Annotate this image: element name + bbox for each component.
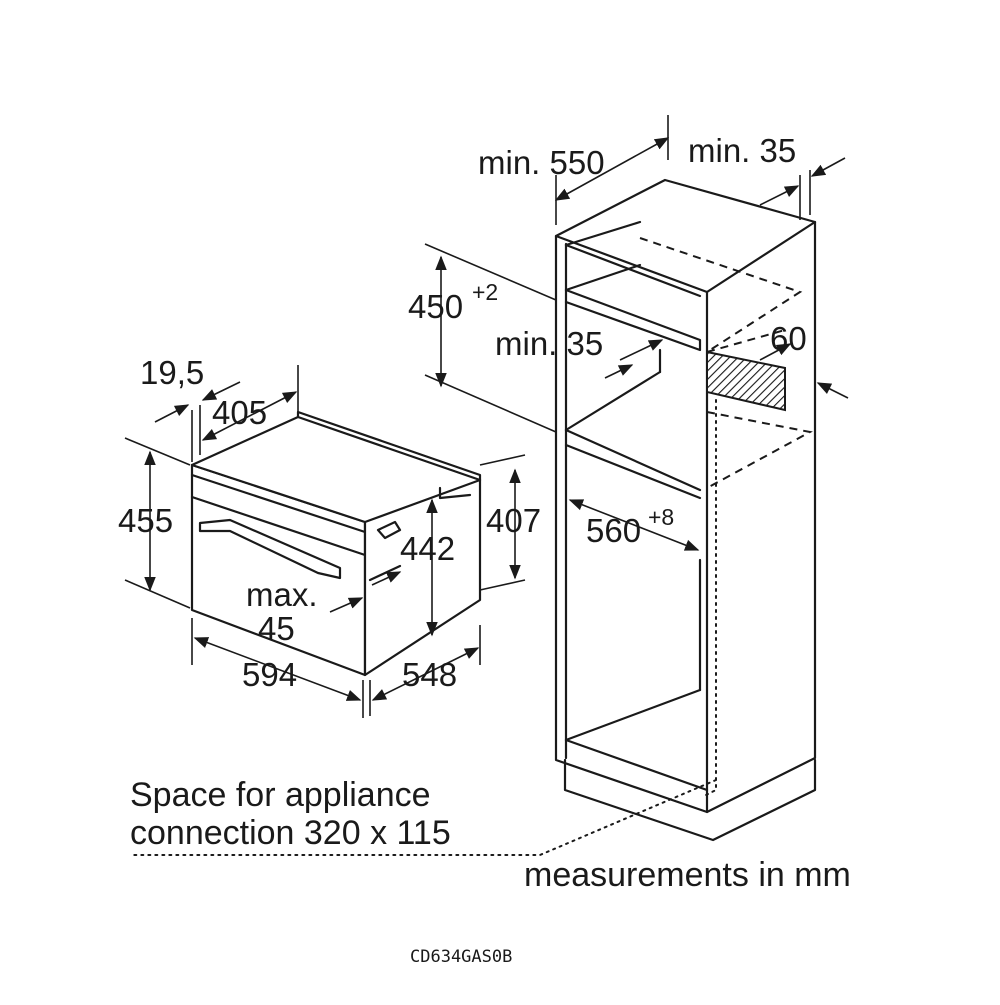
cabinet-bottom-front [564, 738, 709, 792]
label-450-tolerance: +2 [472, 279, 498, 305]
note-space-line2: connection 320 x 115 [130, 814, 451, 852]
label-19-5: 19,5 [140, 354, 204, 391]
oven-drawing [190, 410, 482, 677]
cabinet-niche-floor-lip [564, 443, 702, 500]
note-units: measurements in mm [524, 856, 851, 894]
label-442: 442 [400, 530, 455, 567]
model-code: CD634GAS0B [410, 947, 512, 967]
oven-handle [198, 518, 342, 580]
oven-mount-tab [438, 486, 472, 500]
oven-bezel-top [190, 473, 367, 534]
cabinet-top-side-edge [705, 220, 817, 294]
oven-top-lip [296, 410, 482, 482]
label-407: 407 [486, 502, 541, 539]
label-min-550: min. 550 [478, 144, 605, 181]
cabinet-dimensions [424, 115, 849, 551]
oven-side-bracket [376, 520, 402, 540]
cabinet-top-inner [564, 243, 702, 298]
cabinet-shelf-back-1 [564, 263, 642, 292]
label-min-35-top: min. 35 [688, 132, 796, 169]
hidden-top-shelf [639, 237, 803, 353]
label-455: 455 [118, 502, 173, 539]
label-max: max. [246, 576, 318, 613]
oven-control-strip [190, 495, 367, 557]
cable-path [129, 399, 717, 856]
cabinet-shelf-top [564, 288, 702, 352]
oven-dimensions [124, 365, 526, 718]
note-space-line1: Space for appliance [130, 776, 431, 814]
cabinet-outline [554, 178, 817, 814]
label-max-45: 45 [258, 610, 295, 647]
label-450-base: 450 [408, 288, 463, 325]
label-min-35-shelf: min. 35 [495, 325, 603, 362]
cabinet-plinth [563, 758, 817, 842]
label-vent-60: 60 [770, 320, 807, 357]
vent-hatch [706, 350, 786, 412]
label-594: 594 [242, 656, 297, 693]
cabinet-bottom-back [564, 688, 702, 742]
label-548: 548 [402, 656, 457, 693]
hidden-mid-shelf [706, 411, 813, 489]
cabinet-niche-floor-front [564, 428, 702, 492]
cabinet-top-front-edge [554, 234, 709, 294]
label-560-tolerance: +8 [648, 504, 674, 530]
cabinet-top-back [564, 220, 642, 247]
cabinet-drawing [129, 178, 817, 856]
label-405: 405 [212, 394, 267, 431]
cabinet-niche-floor-side [564, 370, 662, 432]
label-560-base: 560 [586, 512, 641, 549]
